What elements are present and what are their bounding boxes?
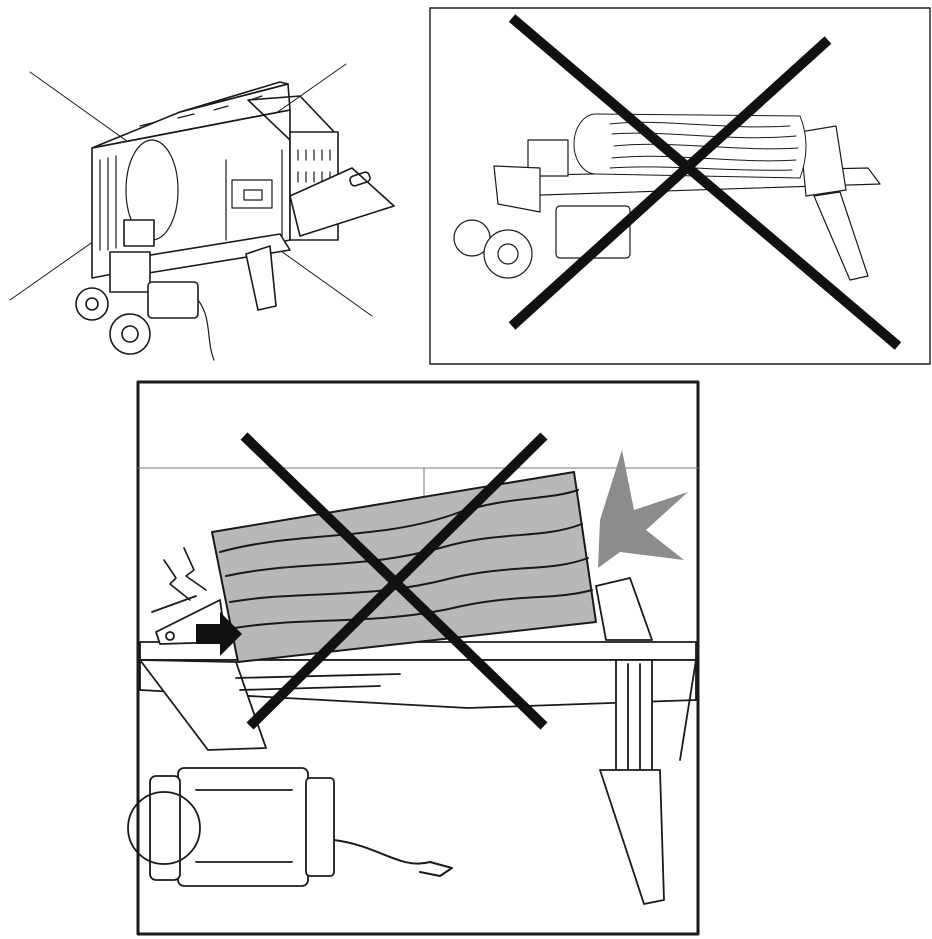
panel-guarded-splitter xyxy=(9,63,395,361)
motor xyxy=(127,767,335,887)
power-cord xyxy=(333,839,453,877)
side-table xyxy=(289,167,395,237)
splitter-beam xyxy=(109,219,291,293)
panel-frame xyxy=(429,7,931,365)
cage-slots xyxy=(99,149,283,251)
panel-log-wrong-position xyxy=(429,7,931,365)
cage-top-slots xyxy=(139,87,275,127)
panel-log-jammed xyxy=(127,380,700,936)
rear-leg xyxy=(245,245,277,311)
cross-mark-icon xyxy=(508,14,902,350)
motor xyxy=(147,281,199,319)
push-arrow-icon xyxy=(196,612,242,656)
table-handle xyxy=(349,171,371,187)
impact-burst-icon xyxy=(598,450,688,568)
wheels xyxy=(75,287,151,355)
wheels xyxy=(453,219,533,279)
panel-frame xyxy=(136,380,700,936)
splitting-wedge xyxy=(595,577,653,641)
cross-mark-icon xyxy=(240,432,548,730)
spark-icon xyxy=(163,547,207,601)
splitter-beam xyxy=(139,641,697,751)
support-structure xyxy=(599,659,697,905)
jammed-log xyxy=(211,471,597,663)
power-cord xyxy=(197,299,215,361)
